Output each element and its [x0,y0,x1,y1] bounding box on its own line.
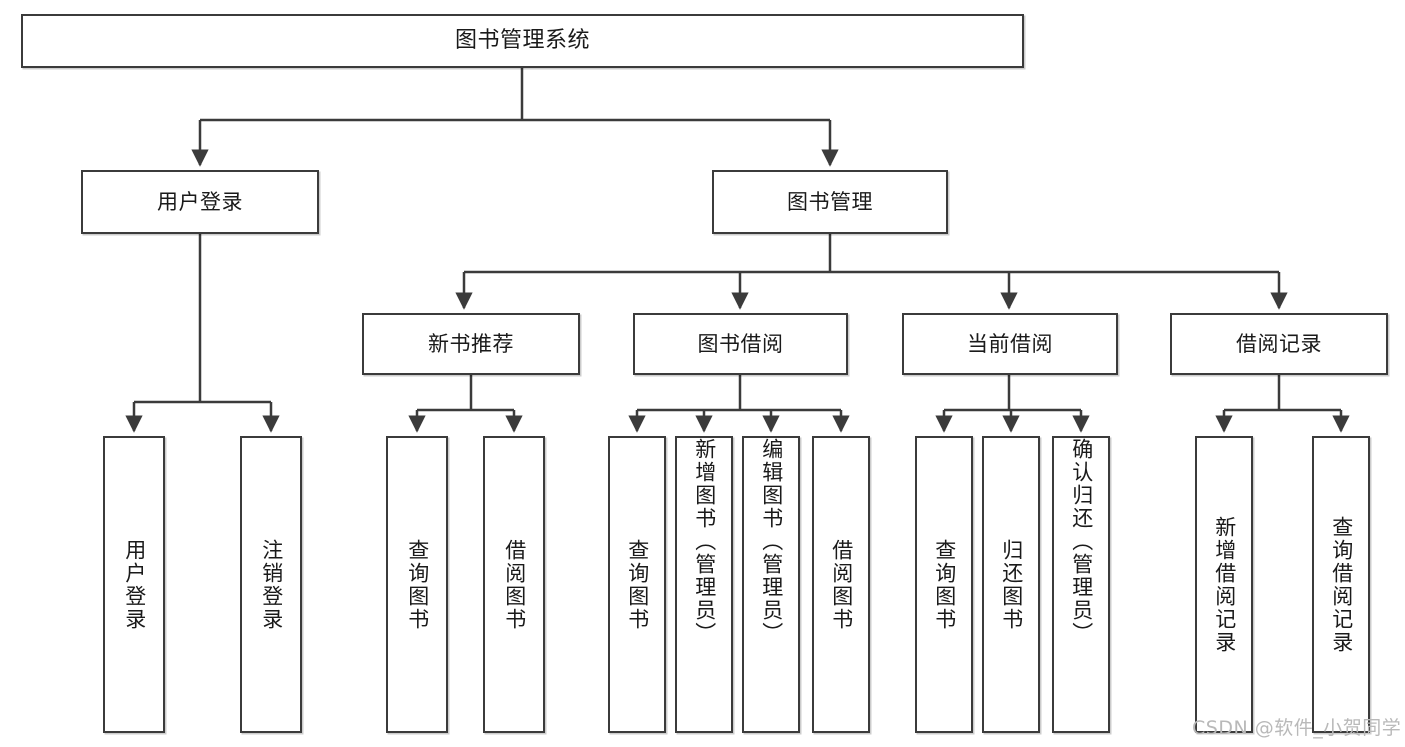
leaf-logout[interactable]: 注销登录 [240,436,302,733]
leaf-return-book-label: 归还图书 [999,538,1024,631]
leaf-borrow-book-recommend-label: 借阅图书 [502,538,527,631]
leaf-query-book-borrow-label: 查询图书 [625,538,650,631]
leaf-user-login[interactable]: 用户登录 [103,436,165,733]
node-new-book-recommend-label: 新书推荐 [428,331,514,356]
node-root-label: 图书管理系统 [454,28,590,54]
leaf-user-login-label: 用户登录 [122,538,147,631]
leaf-query-book-recommend-label: 查询图书 [405,538,430,631]
node-new-book-recommend[interactable]: 新书推荐 [362,313,580,375]
leaf-query-borrow-record-label: 查询借阅记录 [1329,515,1354,654]
leaf-add-book-admin-label: 新增图书（管理员） [692,438,717,645]
leaf-edit-book-admin[interactable]: 编辑图书（管理员） [742,436,800,733]
node-user-login[interactable]: 用户登录 [81,170,319,234]
node-book-management[interactable]: 图书管理 [712,170,948,234]
leaf-query-book-recommend[interactable]: 查询图书 [386,436,448,733]
node-current-borrow-label: 当前借阅 [967,331,1053,356]
leaf-query-book-current-label: 查询图书 [932,538,957,631]
node-book-management-label: 图书管理 [787,189,873,214]
leaf-borrow-book-recommend[interactable]: 借阅图书 [483,436,545,733]
leaf-add-book-admin[interactable]: 新增图书（管理员） [675,436,733,733]
node-borrow-records-label: 借阅记录 [1236,331,1322,356]
leaf-logout-label: 注销登录 [259,538,284,631]
node-book-borrow[interactable]: 图书借阅 [633,313,848,375]
node-borrow-records[interactable]: 借阅记录 [1170,313,1388,375]
leaf-lend-book-label: 借阅图书 [829,538,854,631]
leaf-query-book-current[interactable]: 查询图书 [915,436,973,733]
leaf-add-borrow-record[interactable]: 新增借阅记录 [1195,436,1253,733]
leaf-return-book[interactable]: 归还图书 [982,436,1040,733]
leaf-query-book-borrow[interactable]: 查询图书 [608,436,666,733]
leaf-confirm-return-admin[interactable]: 确认归还（管理员） [1052,436,1110,733]
leaf-edit-book-admin-label: 编辑图书（管理员） [759,438,784,645]
node-current-borrow[interactable]: 当前借阅 [902,313,1118,375]
leaf-add-borrow-record-label: 新增借阅记录 [1212,515,1237,654]
leaf-confirm-return-admin-label: 确认归还（管理员） [1069,438,1094,645]
node-root[interactable]: 图书管理系统 [21,14,1024,68]
watermark: CSDN @软件_小贺同学 [1192,717,1402,739]
node-book-borrow-label: 图书借阅 [697,331,784,356]
leaf-lend-book[interactable]: 借阅图书 [812,436,870,733]
leaf-query-borrow-record[interactable]: 查询借阅记录 [1312,436,1370,733]
node-user-login-label: 用户登录 [157,189,243,214]
